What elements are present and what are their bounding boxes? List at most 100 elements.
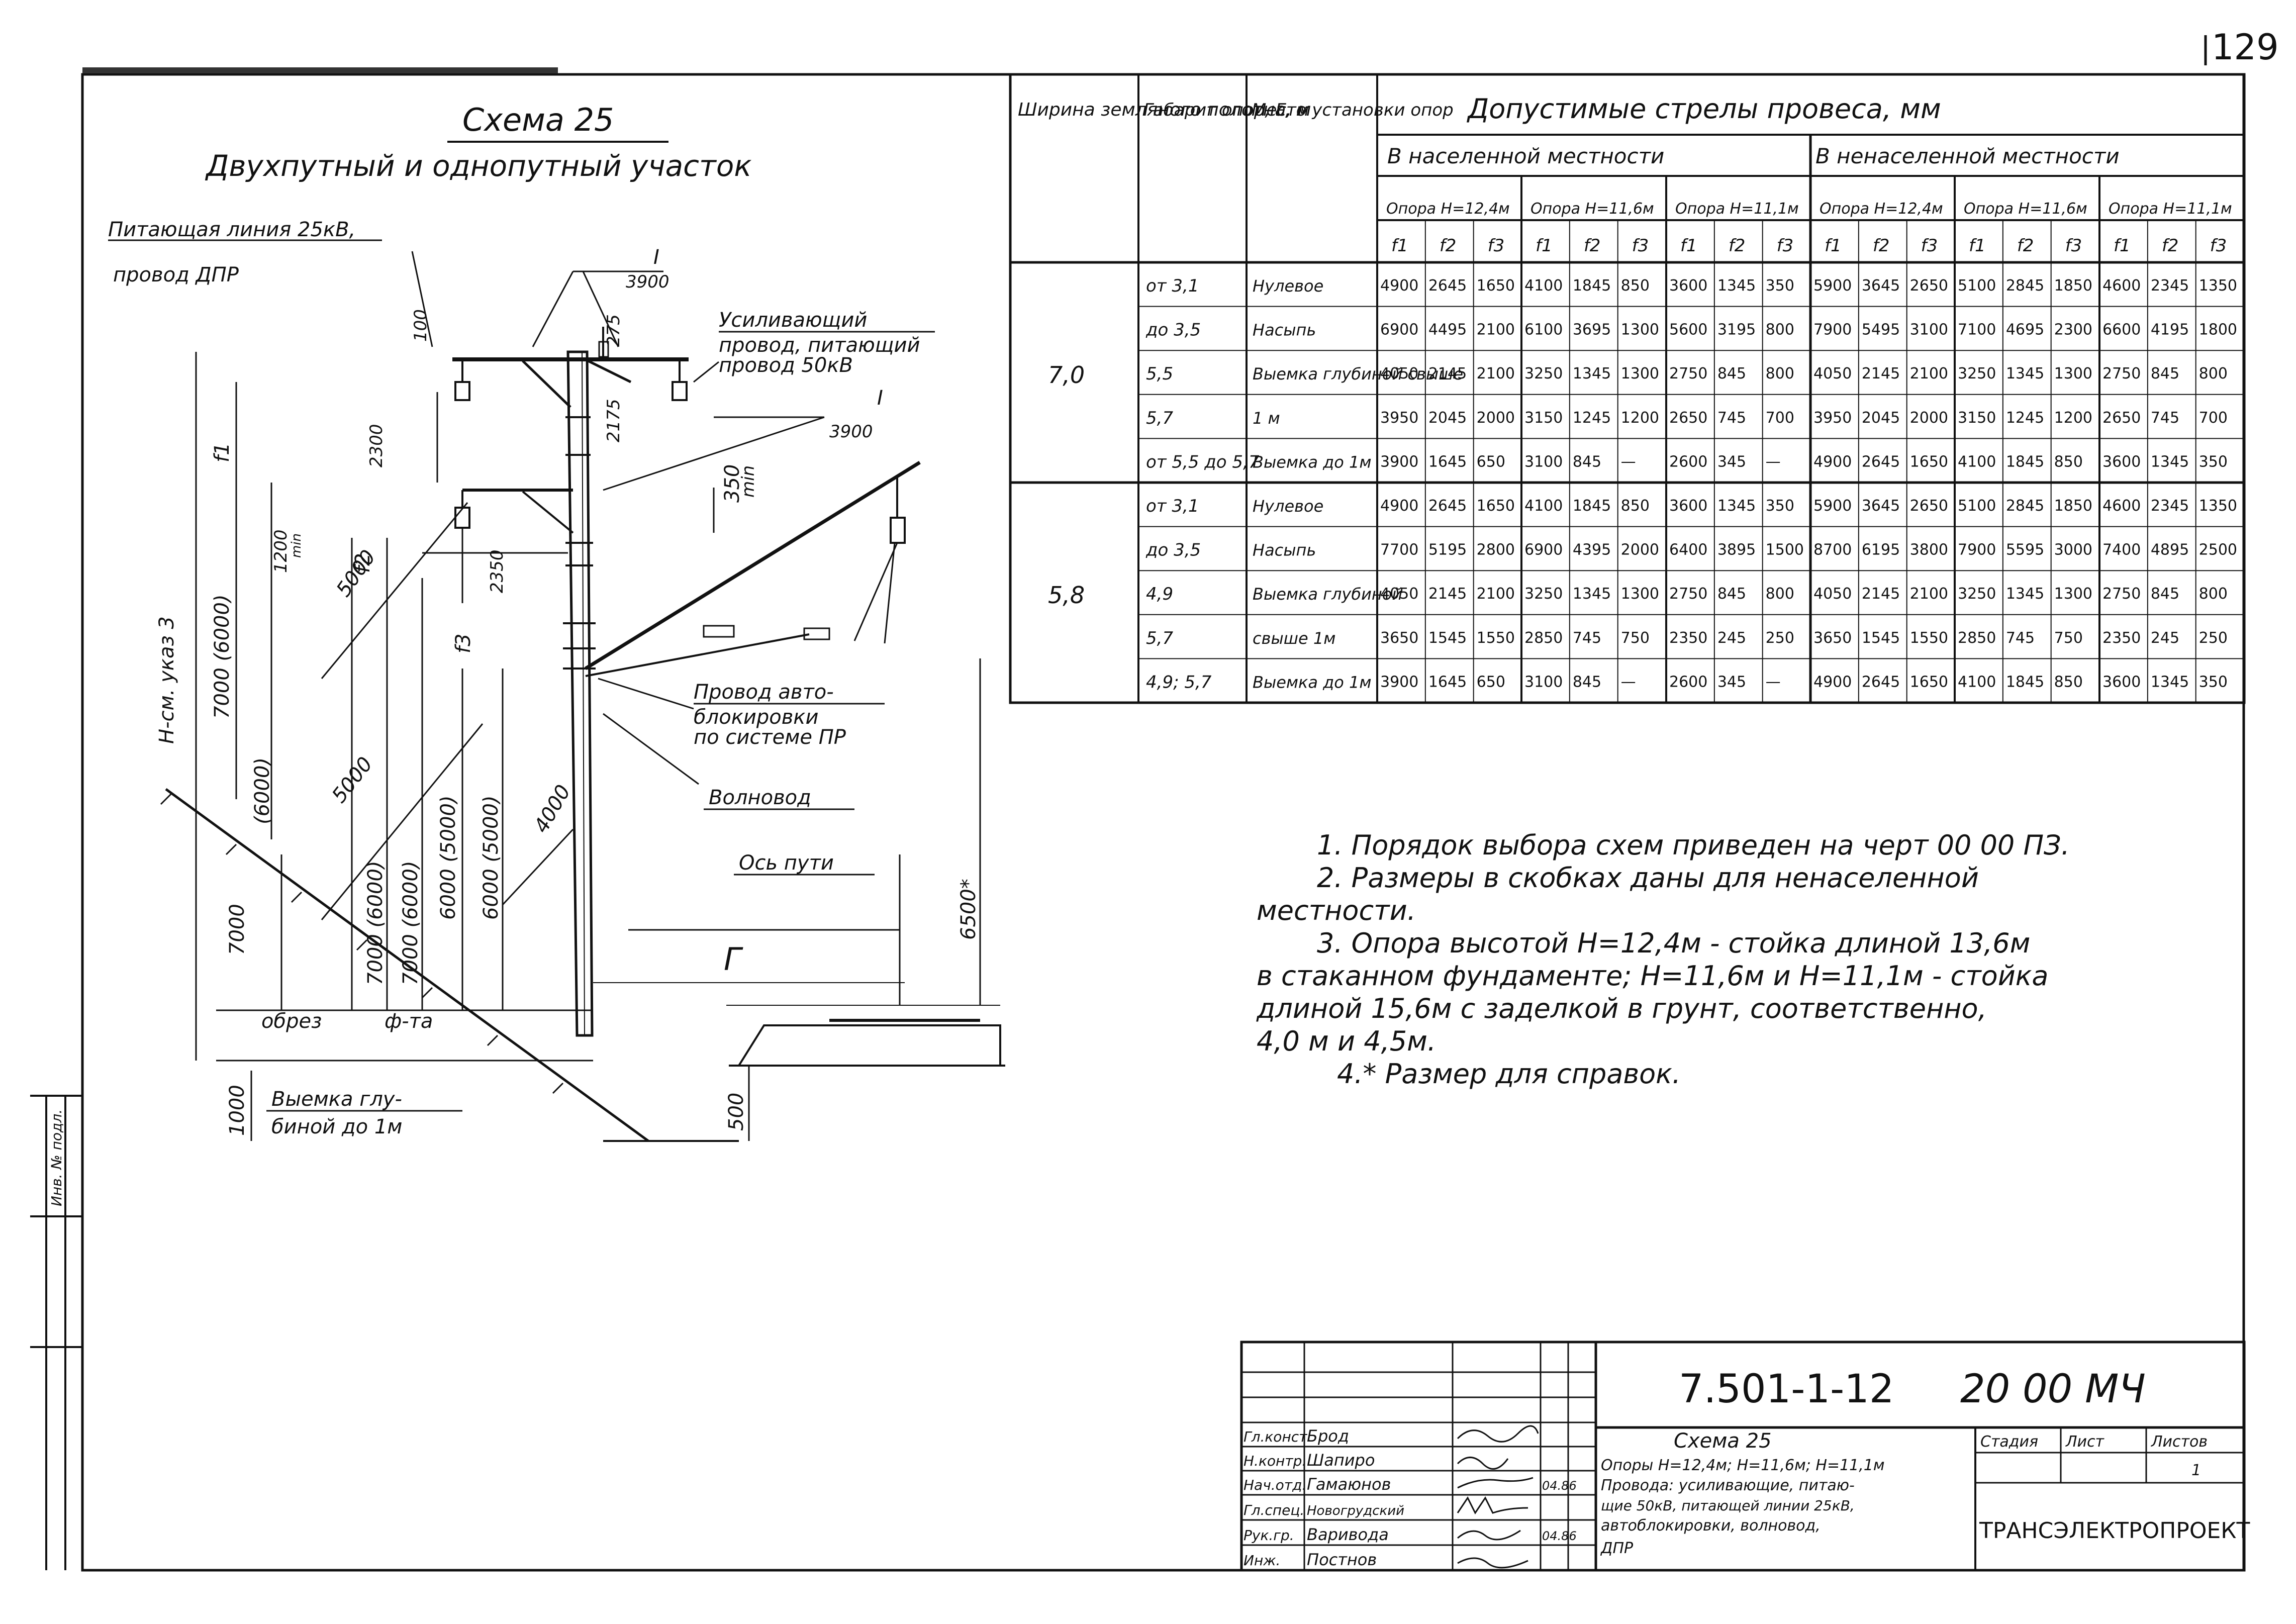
reinforcing-label: Усиливающий: [719, 309, 867, 332]
cell-8-1: 1545: [1428, 629, 1467, 647]
cell-0-17: 1350: [2199, 277, 2237, 295]
cell-7-14: 1300: [2054, 585, 2092, 603]
cell-9-5: —: [1621, 673, 1636, 691]
sheet-code: 20 00 МЧ: [1960, 1367, 2146, 1412]
dim-500: 500: [725, 1093, 748, 1131]
cell-6-15: 7400: [2102, 541, 2141, 559]
section-mark-2: I: [877, 387, 883, 410]
cell-4-5: —: [1621, 453, 1636, 470]
cell-7-11: 2100: [1910, 585, 1948, 603]
cell-5-2: 1650: [1477, 497, 1515, 515]
cell-3-9: 3950: [1813, 409, 1852, 427]
foundation-label: ф-та: [385, 1010, 433, 1033]
cell-2-6: 2750: [1669, 365, 1707, 383]
cell-3-14: 1200: [2054, 409, 2092, 427]
cell-4-17: 350: [2199, 453, 2228, 470]
note-4: 4.* Размер для справок.: [1337, 1058, 1681, 1090]
cell-5-12: 5100: [1958, 497, 1996, 515]
desc-line-3: автоблокировки, волновод,: [1601, 1517, 1821, 1535]
cell-6-13: 5595: [2006, 541, 2044, 559]
excavation-label-2: биной до 1м: [271, 1115, 402, 1138]
scheme-subtitle: Двухпутный и однопутный участок: [205, 149, 751, 183]
cell-8-0: 3650: [1380, 629, 1418, 647]
cell-2-10: 2145: [1862, 365, 1900, 383]
cell-6-17: 2500: [2199, 541, 2237, 559]
cell-1-16: 4195: [2151, 321, 2189, 339]
cell-4-2: 650: [1477, 453, 1505, 470]
row-place-8: свыше 1м: [1253, 629, 1335, 648]
cell-0-2: 1650: [1477, 277, 1515, 295]
cell-2-9: 4050: [1813, 365, 1852, 383]
row-place-1: Насыпь: [1253, 321, 1316, 340]
autoblock-label-2: блокировки: [694, 706, 818, 729]
cell-0-0: 4900: [1380, 277, 1418, 295]
cell-6-1: 5195: [1428, 541, 1467, 559]
cell-3-13: 1245: [2006, 409, 2044, 427]
feeder-line-label-2: провод ДПР: [113, 263, 239, 286]
dim-7000-6000-outer: 7000 (6000): [211, 594, 234, 719]
ballast: [737, 1024, 1001, 1067]
cell-6-8: 1500: [1766, 541, 1804, 559]
cell-5-9: 5900: [1813, 497, 1852, 515]
f-label-5-1: f2: [2162, 236, 2179, 256]
dim-100: 100: [411, 309, 431, 342]
cell-1-10: 5495: [1862, 321, 1900, 339]
cell-6-10: 6195: [1862, 541, 1900, 559]
cell-4-3: 3100: [1524, 453, 1563, 470]
stage-label: Стадия: [1980, 1433, 2038, 1451]
cell-2-14: 1300: [2054, 365, 2092, 383]
support-header-3: Опора Н=12,4м: [1820, 200, 1943, 218]
stamp-date-2: 04.86: [1542, 1529, 1577, 1543]
dim-7000-low: 7000: [226, 904, 249, 955]
cell-8-11: 1550: [1910, 629, 1948, 647]
gauge-label: Г: [724, 941, 743, 978]
row-place-0: Нулевое: [1253, 276, 1323, 296]
cell-3-3: 3150: [1524, 409, 1563, 427]
cell-4-10: 2645: [1862, 453, 1900, 470]
pole-drawing: [160, 251, 1005, 1142]
cell-7-12: 3250: [1958, 585, 1996, 603]
cell-8-17: 250: [2199, 629, 2228, 647]
cell-0-13: 2845: [2006, 277, 2044, 295]
cell-9-9: 4900: [1813, 673, 1852, 691]
cell-5-8: 350: [1766, 497, 1794, 515]
role-0: Гл.конст.: [1243, 1428, 1311, 1445]
dim-1000: 1000: [226, 1085, 249, 1136]
cell-9-1: 1645: [1428, 673, 1467, 691]
cell-6-16: 4895: [2151, 541, 2189, 559]
f-label-2-2: f3: [1777, 236, 1794, 256]
cell-3-7: 745: [1717, 409, 1746, 427]
cell-7-17: 800: [2199, 585, 2228, 603]
f-label-0-2: f3: [1488, 236, 1505, 256]
cell-3-17: 700: [2199, 409, 2228, 427]
row-place-2: Выемка глубиной свыше: [1253, 364, 1463, 384]
cell-9-13: 1845: [2006, 673, 2044, 691]
cell-0-8: 350: [1766, 277, 1794, 295]
cell-8-16: 245: [2151, 629, 2179, 647]
cell-2-1: 2145: [1428, 365, 1467, 383]
f-label-1-0: f1: [1536, 236, 1553, 256]
cell-3-0: 3950: [1380, 409, 1418, 427]
hdr-gauge: Габарит опор, Г, м: [1143, 100, 1309, 120]
cell-0-14: 1850: [2054, 277, 2092, 295]
cell-6-5: 2000: [1621, 541, 1659, 559]
row-gauge-5: от 3,1: [1146, 496, 1199, 516]
drawing-labels: Питающая линия 25кВ, провод ДПР I 3900 У…: [108, 218, 935, 1138]
name-4: Варивода: [1307, 1525, 1389, 1544]
cell-1-5: 1300: [1621, 321, 1659, 339]
side-stamp: Инв. № подл.: [30, 1095, 82, 1570]
cell-1-8: 800: [1766, 321, 1794, 339]
cell-4-7: 345: [1717, 453, 1746, 470]
cell-6-3: 6900: [1524, 541, 1563, 559]
dim-350-min: min: [738, 465, 758, 498]
hdr-unpopulated: В ненаселенной местности: [1815, 144, 2120, 168]
cell-2-4: 1345: [1573, 365, 1611, 383]
cell-4-13: 1845: [2006, 453, 2044, 470]
cell-9-12: 4100: [1958, 673, 1996, 691]
note-3-cont-1: в стаканном фундаменте; Н=11,6м и Н=11,1…: [1257, 960, 2049, 992]
row-gauge-3: 5,7: [1146, 408, 1173, 428]
hdr-populated: В населенной местности: [1387, 144, 1664, 168]
row-width-0: 7,0: [1048, 361, 1085, 389]
name-0: Брод: [1307, 1426, 1349, 1446]
